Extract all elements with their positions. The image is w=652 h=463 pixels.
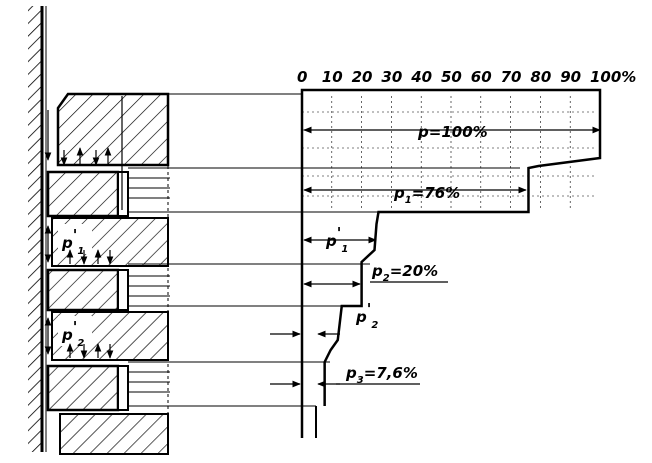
scale-tick-label: 80 xyxy=(530,68,551,86)
seal-cross-section: p'1 p'2 xyxy=(28,6,170,455)
ring-1-gap xyxy=(117,171,129,217)
ring-3-gap xyxy=(117,365,129,411)
ring-3 xyxy=(46,364,120,412)
label-p1: p1=76% xyxy=(393,184,460,206)
scale-tick-label: 60 xyxy=(471,68,492,86)
label-p2-prime: p'2 xyxy=(355,300,378,331)
scale-tick-label: 70 xyxy=(501,68,522,86)
ring-1 xyxy=(46,170,120,218)
ring-2-gap xyxy=(117,269,129,311)
label-p: p=100% xyxy=(417,123,488,141)
label-p2: p2=20% xyxy=(371,262,438,284)
scale-tick-label: 50 xyxy=(441,68,462,86)
label-p3: p3=7,6% xyxy=(345,364,418,386)
piston-label-p2-prime: p'2 xyxy=(61,318,84,349)
scale-tick-label: 40 xyxy=(410,68,432,86)
scale-tick-label: 90 xyxy=(560,68,581,86)
wall-hatching xyxy=(28,6,42,452)
ring-2 xyxy=(46,268,120,312)
scale-tick-label: 10 xyxy=(322,68,343,86)
label-bg-1 xyxy=(58,224,92,254)
top-body-block xyxy=(56,92,170,167)
label-p1-prime: p'1 xyxy=(325,224,348,255)
label-bg-2 xyxy=(58,316,92,346)
projection-lines xyxy=(128,93,520,407)
scale-tick-label: 100% xyxy=(590,68,636,86)
scale-tick-label: 20 xyxy=(352,68,373,86)
scale-axis: 0 10 20 30 40 50 60 70 80 90 100% xyxy=(297,68,636,86)
bottom-body-block xyxy=(59,413,169,455)
scale-tick-label: 30 xyxy=(381,68,402,86)
piston-label-p1-prime: p'1 xyxy=(61,226,84,257)
pressure-profile xyxy=(270,88,602,438)
scale-tick-label: 0 xyxy=(297,68,307,86)
profile-outline xyxy=(300,88,602,438)
